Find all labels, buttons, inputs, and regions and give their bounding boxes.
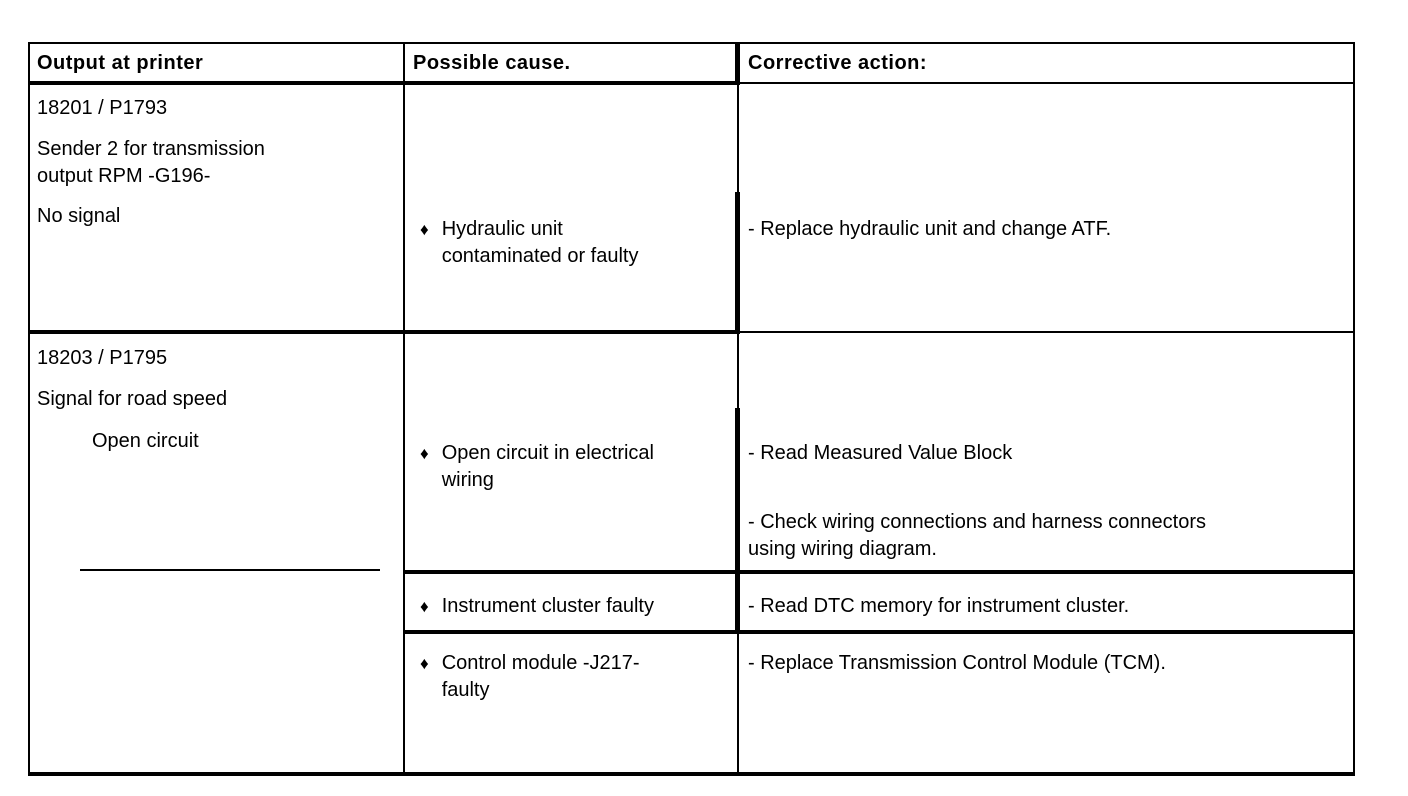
dtc-condition-18201: No signal bbox=[37, 205, 121, 227]
column-divider-2-heavy-header bbox=[735, 42, 740, 84]
cause-open-circuit-wiring-line2: wiring bbox=[441, 469, 494, 491]
subrow-wiring-bottom-rule bbox=[403, 570, 1355, 574]
diamond-bullet-icon: ♦ bbox=[420, 597, 429, 616]
column1-partial-rule bbox=[80, 569, 380, 571]
column-divider-2-heavy-row2 bbox=[735, 408, 740, 634]
cause-instrument-cluster-line1: Instrument cluster faulty bbox=[441, 595, 654, 617]
row1-bottom-rule-thin bbox=[739, 331, 1355, 333]
diamond-bullet-icon: ♦ bbox=[420, 444, 429, 463]
action-replace-tcm: - Replace Transmission Control Module (T… bbox=[748, 652, 1166, 674]
dtc-description-18201-line2: output RPM -G196- bbox=[37, 165, 211, 187]
cause-control-module-line2: faulty bbox=[441, 679, 490, 701]
table-border-right bbox=[1353, 42, 1355, 776]
header-corrective-action: Corrective action: bbox=[748, 52, 928, 74]
dtc-description-18203: Signal for road speed bbox=[37, 388, 228, 410]
header-output-at-printer: Output at printer bbox=[37, 52, 204, 74]
row1-bottom-rule-thick bbox=[28, 330, 740, 334]
cause-control-module-line1: Control module -J217- bbox=[441, 652, 640, 674]
cause-open-circuit-wiring-line1: Open circuit in electrical bbox=[441, 442, 654, 464]
action-check-wiring-connections-line2: using wiring diagram. bbox=[748, 538, 937, 560]
table-border-left bbox=[28, 42, 30, 776]
action-check-wiring-connections-line1: - Check wiring connections and harness c… bbox=[748, 511, 1207, 533]
cause-hydraulic-unit-line2: contaminated or faulty bbox=[441, 245, 639, 267]
table-border-bottom bbox=[28, 772, 1355, 776]
table-border-top bbox=[28, 42, 1355, 44]
cause-open-circuit-wiring: ♦ Open circuit in electrical wiring bbox=[420, 440, 654, 494]
cause-hydraulic-unit-line1: Hydraulic unit bbox=[441, 218, 563, 240]
header-bottom-rule-thin bbox=[739, 82, 1355, 84]
diamond-bullet-icon: ♦ bbox=[420, 220, 429, 239]
dtc-code-18203: 18203 / P1795 bbox=[37, 347, 168, 369]
dtc-code-18201: 18201 / P1793 bbox=[37, 97, 168, 119]
subrow-cluster-bottom-rule bbox=[403, 630, 1355, 634]
cause-instrument-cluster: ♦ Instrument cluster faulty bbox=[420, 593, 654, 620]
dtc-condition-18203: Open circuit bbox=[92, 430, 199, 452]
column-divider-1 bbox=[403, 42, 405, 776]
action-read-dtc-memory: - Read DTC memory for instrument cluster… bbox=[748, 595, 1130, 617]
diamond-bullet-icon: ♦ bbox=[420, 654, 429, 673]
dtc-description-18201-line1: Sender 2 for transmission bbox=[37, 138, 265, 160]
column-divider-2-heavy-row1 bbox=[735, 192, 740, 334]
action-read-measured-value-block: - Read Measured Value Block bbox=[748, 442, 1013, 464]
action-check-wiring-connections: - Check wiring connections and harness c… bbox=[748, 509, 1206, 563]
header-bottom-rule-thick bbox=[28, 81, 740, 85]
header-possible-cause: Possible cause. bbox=[413, 52, 571, 74]
action-replace-hydraulic: - Replace hydraulic unit and change ATF. bbox=[748, 218, 1112, 240]
cause-control-module: ♦ Control module -J217- faulty bbox=[420, 650, 640, 704]
cause-hydraulic-unit: ♦ Hydraulic unit contaminated or faulty bbox=[420, 216, 638, 270]
dtc-description-18201: Sender 2 for transmission output RPM -G1… bbox=[37, 136, 265, 190]
